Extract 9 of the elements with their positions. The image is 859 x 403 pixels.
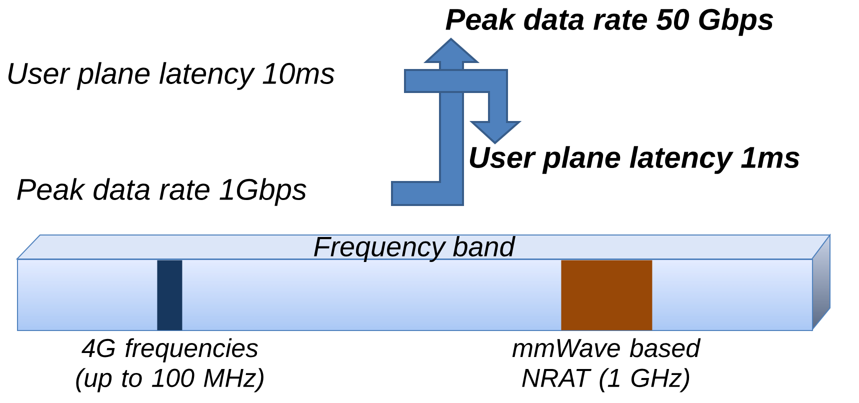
metric-label: Peak data rate 1Gbps bbox=[17, 178, 306, 206]
metric-label: Peak data rate 50 Gbps bbox=[446, 8, 774, 36]
metric-label: User plane latency 10ms bbox=[8, 62, 334, 90]
node-label: Frequency band bbox=[314, 236, 516, 262]
frequency-caption: mmWave based NRAT (1 GHz) bbox=[512, 338, 701, 392]
metric-label: User plane latency 1ms bbox=[470, 146, 800, 174]
frequency-caption: 4G frequencies (up to 100 MHz) bbox=[76, 338, 264, 392]
frequency-bar bbox=[561, 260, 652, 330]
frequency-bar bbox=[157, 260, 182, 330]
